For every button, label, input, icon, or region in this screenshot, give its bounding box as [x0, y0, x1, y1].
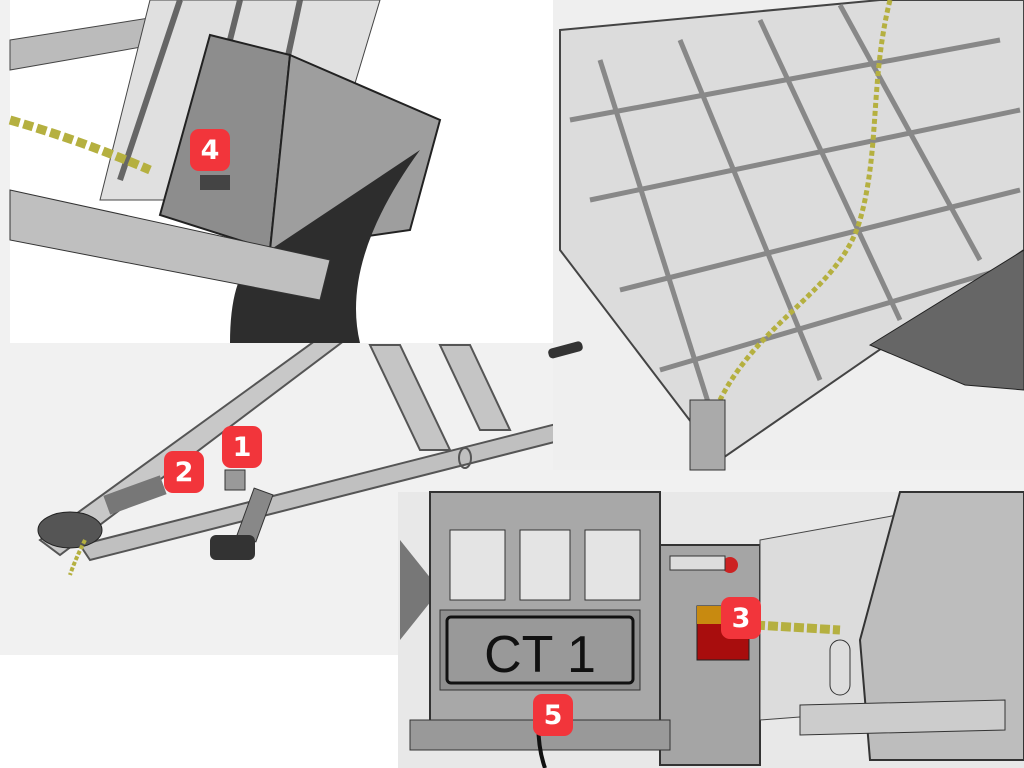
license-plate-text: CT 1: [484, 626, 596, 684]
license-plate: CT 1: [439, 609, 641, 691]
callout-badge-4: 4: [190, 129, 230, 171]
inset-rear-view: CT 1: [398, 491, 1024, 768]
callout-badge-2: 2: [164, 451, 204, 493]
callout-badge-3: 3: [721, 597, 761, 639]
callout-badge-5: 5: [533, 694, 573, 736]
jockey-wheel: [210, 469, 274, 560]
inset-coupling-box: [8, 0, 553, 343]
callout-badge-1: 1: [222, 426, 262, 468]
top-right-view: [548, 0, 1024, 471]
coupling-head: [37, 475, 167, 576]
